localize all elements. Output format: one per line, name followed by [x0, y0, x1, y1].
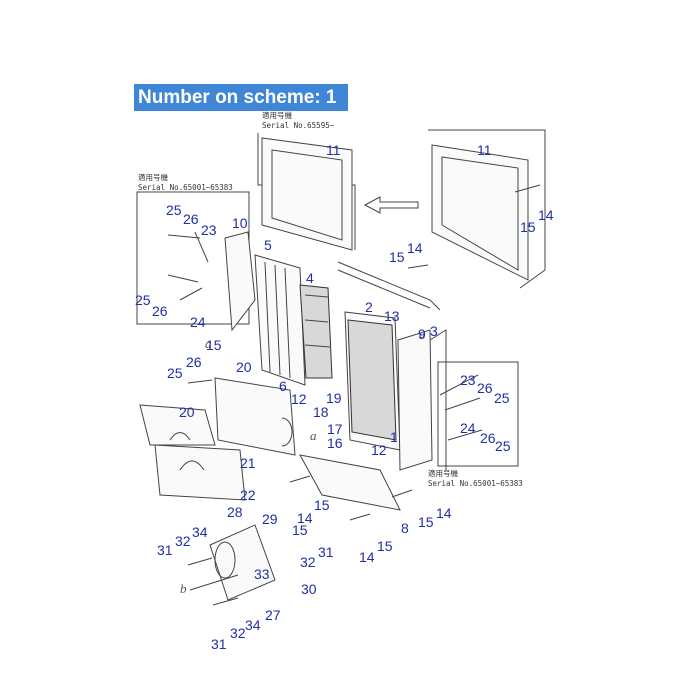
callout: 26	[477, 380, 493, 396]
callout: 34	[245, 617, 261, 633]
callout: 32	[300, 554, 316, 570]
callout: 31	[157, 542, 173, 558]
callout: 23	[460, 372, 476, 388]
note-3-serial: Serial No.65001~65383	[428, 479, 523, 488]
right-serial-box	[437, 361, 519, 467]
callout: 23	[201, 222, 217, 238]
callout: 11	[477, 142, 492, 158]
callout: 25	[495, 438, 511, 454]
callout: 26	[186, 354, 202, 370]
callout: 15	[418, 514, 434, 530]
callout: 16	[327, 435, 343, 451]
callout: 32	[175, 533, 191, 549]
callout: 19	[326, 390, 342, 406]
right-side-panel	[397, 329, 447, 471]
callout: 15	[206, 337, 222, 353]
callout: 17	[327, 421, 343, 437]
callout: 20	[179, 404, 195, 420]
callout: 26	[152, 303, 168, 319]
callout: 14	[538, 207, 554, 223]
callout: 4	[306, 270, 314, 286]
callout: 8	[401, 520, 409, 536]
ref-letter-a: a	[205, 336, 212, 351]
callout: 1	[390, 429, 398, 445]
callout: 25	[167, 365, 183, 381]
callout: 29	[262, 511, 278, 527]
callout: 32	[230, 625, 246, 641]
callout: 14	[436, 505, 452, 521]
callout: 15	[314, 497, 330, 513]
callout: 2	[365, 299, 373, 315]
top-rail	[337, 261, 441, 311]
callout: 21	[240, 455, 256, 471]
callout: 13	[384, 308, 400, 324]
callout: 22	[240, 487, 256, 503]
callout: 14	[359, 549, 375, 565]
callout: 27	[265, 607, 281, 623]
callout: 24	[190, 314, 206, 330]
callout: 24	[460, 420, 476, 436]
part-22-seal	[154, 444, 246, 501]
note-1-serial: Serial No.65595~	[262, 121, 335, 130]
callout: 10	[232, 215, 248, 231]
frame-11-right	[428, 129, 546, 289]
callout: 12	[291, 391, 307, 407]
note-2-serial: Serial No.65001~65383	[138, 183, 233, 192]
callout: 15	[389, 249, 405, 265]
callout: 11	[326, 142, 341, 158]
callout: 25	[135, 292, 151, 308]
callout: 15	[377, 538, 393, 554]
lower-bracket-assembly	[189, 524, 276, 601]
part-5-cooler	[254, 254, 306, 386]
part-2-radiator	[344, 311, 401, 451]
callout: 15	[292, 522, 308, 538]
bolts	[187, 184, 541, 606]
callout: 34	[192, 524, 208, 540]
ref-letter-a: a	[419, 326, 426, 341]
callout: 20	[236, 359, 252, 375]
callout: 15	[520, 219, 536, 235]
part-21-seal	[139, 404, 216, 446]
callout: 26	[480, 430, 496, 446]
callout: 26	[183, 211, 199, 227]
arrow-left	[363, 196, 419, 214]
callout: 5	[264, 237, 272, 253]
callout: 28	[227, 504, 243, 520]
callout: 18	[313, 404, 329, 420]
note-1-jp: 適用号機	[262, 110, 292, 120]
callout: 3	[430, 323, 438, 339]
note-3-jp: 適用号機	[428, 468, 458, 478]
callout: 9	[418, 326, 426, 342]
callout: 30	[301, 581, 317, 597]
callout: 31	[211, 636, 227, 652]
ref-letter-b: b	[180, 581, 187, 596]
note-2-jp: 適用号機	[138, 172, 168, 182]
callout: 6	[279, 378, 287, 394]
ref-letter-a: a	[310, 428, 317, 443]
frame-11-left	[257, 133, 356, 251]
callout: 31	[318, 544, 334, 560]
callout: 14	[407, 240, 423, 256]
part-8-bracket	[299, 454, 401, 511]
callout: 25	[494, 390, 510, 406]
callout: 14	[297, 510, 313, 526]
callout: 33	[254, 566, 270, 582]
callout: 12	[371, 442, 387, 458]
part-10-bracket	[224, 231, 256, 332]
callout: 25	[166, 202, 182, 218]
part-4-oil-cooler	[299, 284, 333, 379]
scheme-number-banner: Number on scheme: 1	[134, 84, 348, 111]
part-20-panel	[214, 377, 296, 456]
